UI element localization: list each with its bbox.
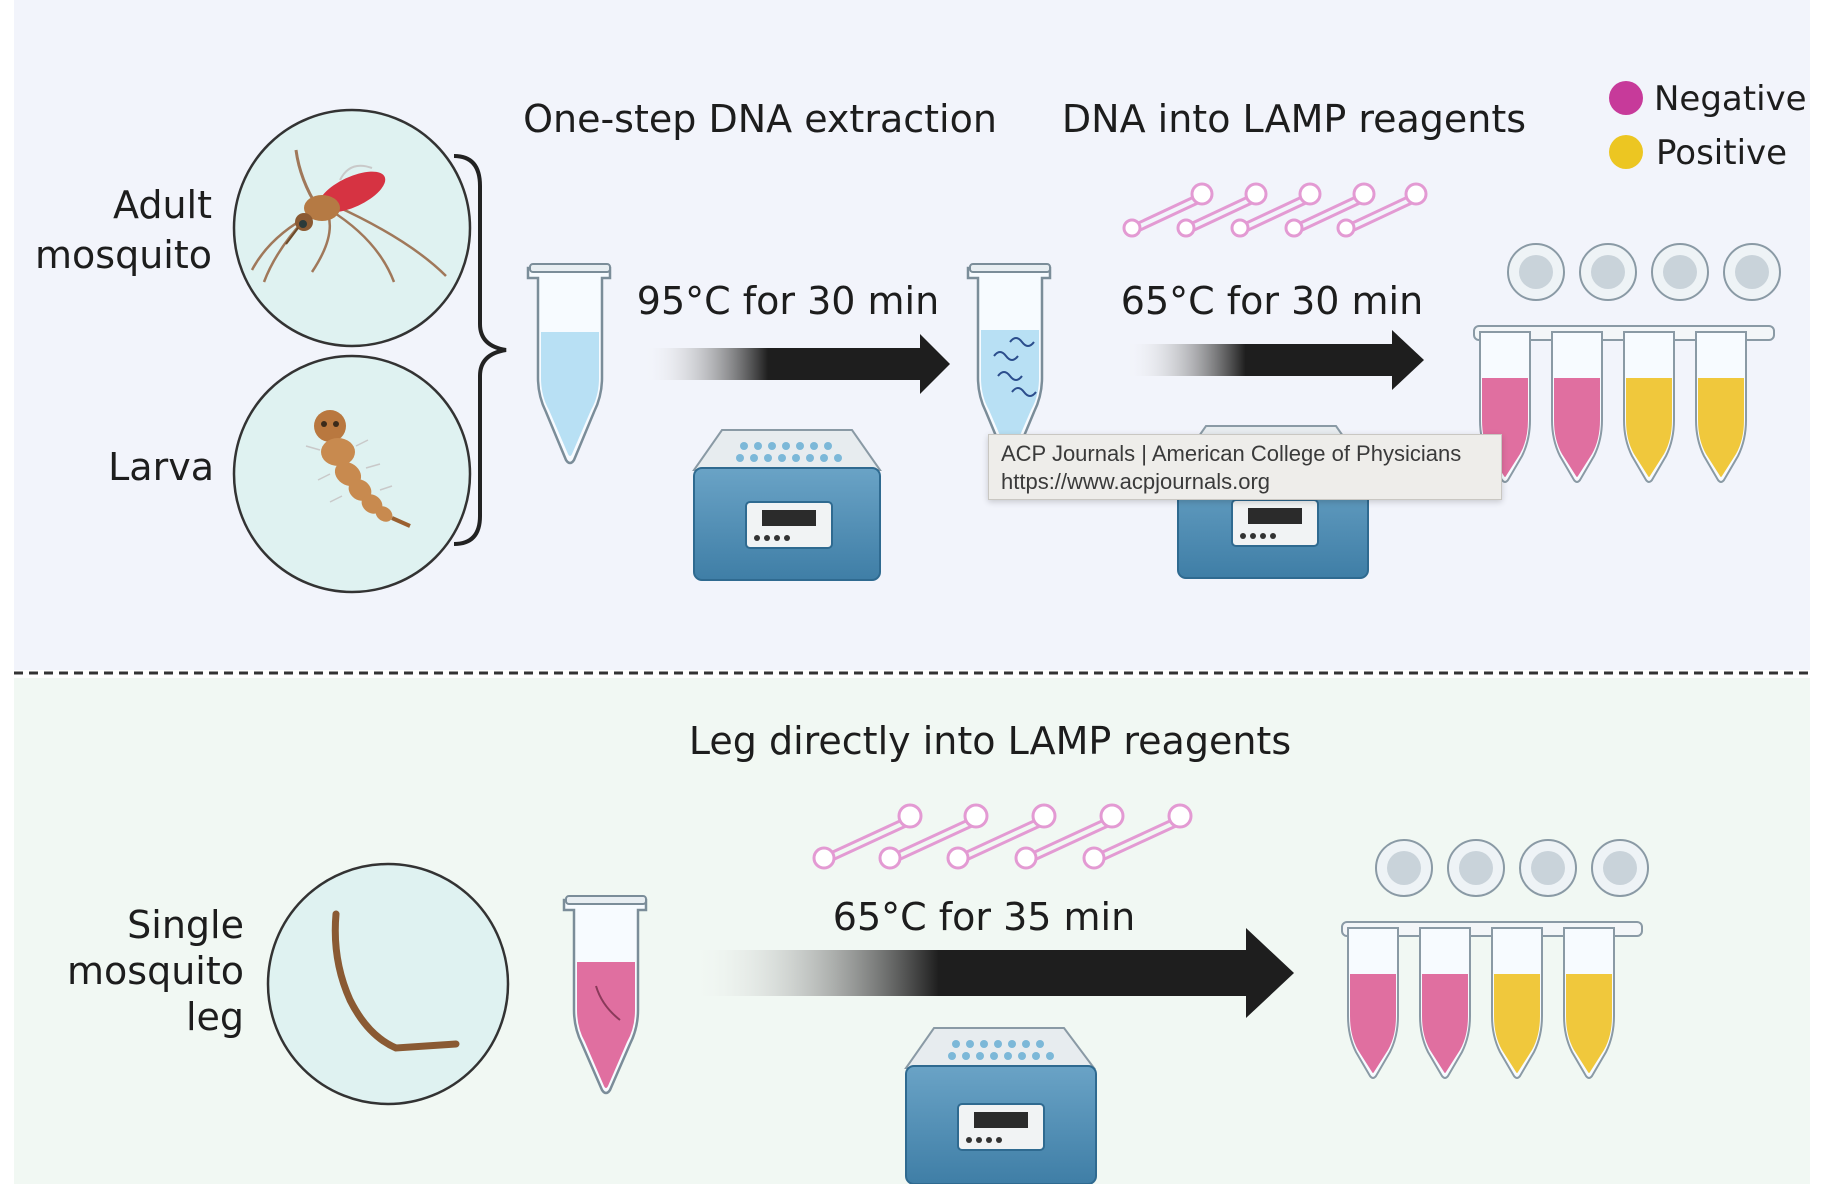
bottom-title: Leg directly into LAMP reagents [689, 719, 1291, 763]
arrow1-label: 95°C for 30 min [637, 279, 939, 323]
primers-bottom-icon [812, 803, 1193, 870]
result-tube-negative [1551, 243, 1637, 483]
arrow-lamp-bottom [684, 928, 1294, 1018]
step2-title: DNA into LAMP reagents [1062, 97, 1526, 141]
heat-block-icon [692, 429, 882, 581]
larva-icon [305, 410, 411, 528]
leg-circle [266, 862, 510, 1106]
larva-circle [232, 354, 472, 594]
leg-label-line3: leg [186, 995, 244, 1039]
result-tube-positive [1695, 243, 1781, 483]
arrow-extraction [642, 334, 950, 394]
mosquito-leg-icon [331, 910, 460, 1052]
result-tube-negative [1347, 839, 1433, 1079]
tooltip-url: https://www.acpjournals.org [1001, 469, 1271, 494]
tube-dna [966, 263, 1052, 465]
result-tube-positive [1623, 243, 1709, 483]
adult-mosquito-circle [232, 108, 472, 348]
adult-mosquito-label-line2: mosquito [35, 233, 212, 277]
legend-positive-label: Positive [1656, 133, 1787, 173]
result-tube-positive [1563, 839, 1649, 1079]
step1-title: One-step DNA extraction [523, 97, 997, 141]
leg-label-line2: mosquito [67, 949, 244, 993]
arrow-bottom-label: 65°C for 35 min [833, 895, 1135, 939]
result-tubes-bottom [1341, 839, 1649, 1079]
link-tooltip: ACP Journals | American College of Physi… [988, 434, 1502, 500]
grouping-brace [453, 154, 507, 546]
mosquito-icon [250, 149, 447, 283]
larva-label: Larva [108, 445, 214, 489]
legend-negative-label: Negative [1654, 79, 1807, 119]
tooltip-site-name: ACP Journals | American College of Physi… [1001, 441, 1462, 466]
leg-label-line1: Single [127, 903, 244, 947]
arrow2-label: 65°C for 30 min [1121, 279, 1423, 323]
result-tube-negative [1419, 839, 1505, 1079]
tube-blue-start [526, 263, 612, 465]
legend: Negative Positive [1609, 79, 1807, 173]
heat-block-3-icon [904, 1027, 1097, 1184]
tube-pink-reagent [562, 895, 648, 1095]
result-tubes-top [1473, 243, 1781, 483]
legend-positive-swatch [1609, 135, 1643, 169]
adult-mosquito-label-line1: Adult [113, 183, 212, 227]
legend-negative-swatch [1609, 81, 1643, 115]
dna-strands-icon [993, 337, 1037, 397]
result-tube-positive [1491, 839, 1577, 1079]
arrow-lamp-top [1124, 330, 1424, 390]
primers-top-icon [1122, 182, 1428, 238]
